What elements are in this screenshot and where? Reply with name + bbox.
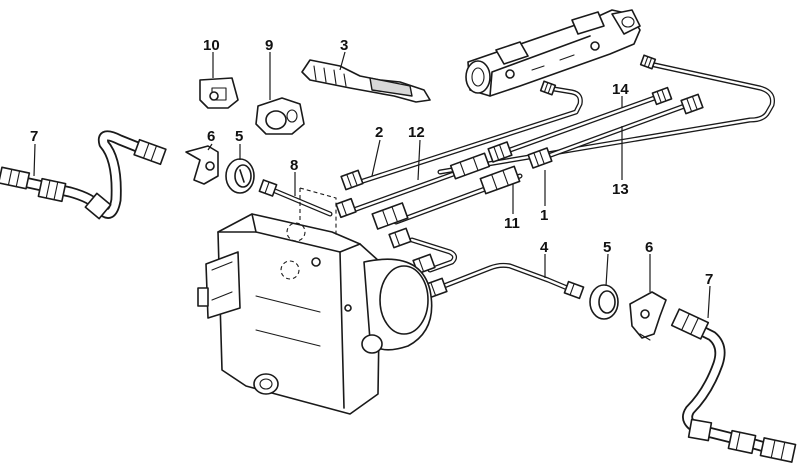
- callout-3: 3: [340, 37, 348, 54]
- callout-8: 8: [290, 157, 298, 174]
- callout-14: 14: [612, 81, 629, 98]
- callout-5-left: 5: [235, 128, 243, 145]
- bracket-left: [185, 145, 219, 185]
- callout-1: 1: [540, 207, 548, 224]
- callout-13: 13: [612, 181, 629, 198]
- clip-rail: [301, 59, 431, 103]
- grommet-right: [589, 284, 619, 320]
- clip-9: [255, 97, 305, 135]
- callout-7-right: 7: [705, 271, 713, 288]
- callout-leaders: [33, 51, 711, 319]
- callout-9: 9: [265, 37, 273, 54]
- callout-5-right: 5: [603, 239, 611, 256]
- callout-10: 10: [203, 37, 220, 54]
- callout-6-left: 6: [207, 128, 215, 145]
- grommet-left: [225, 158, 255, 194]
- brake-hose-right: [670, 308, 797, 463]
- callout-7-left: 7: [30, 128, 38, 145]
- master-cylinder: [465, 9, 641, 97]
- callout-11: 11: [504, 215, 520, 232]
- clip-10: [199, 77, 239, 109]
- brake-hose-left: [0, 130, 167, 220]
- callout-12: 12: [408, 124, 425, 141]
- callout-2: 2: [375, 124, 383, 141]
- hydraulic-unit: [197, 187, 433, 415]
- callout-6-right: 6: [645, 239, 653, 256]
- callouts: 10 9 3 2 12 6 5 7 8 1 11 13 14 4 5 6 7: [30, 37, 713, 288]
- callout-4: 4: [540, 239, 549, 256]
- brake-pipes: [265, 61, 775, 293]
- bracket-right: [629, 291, 667, 341]
